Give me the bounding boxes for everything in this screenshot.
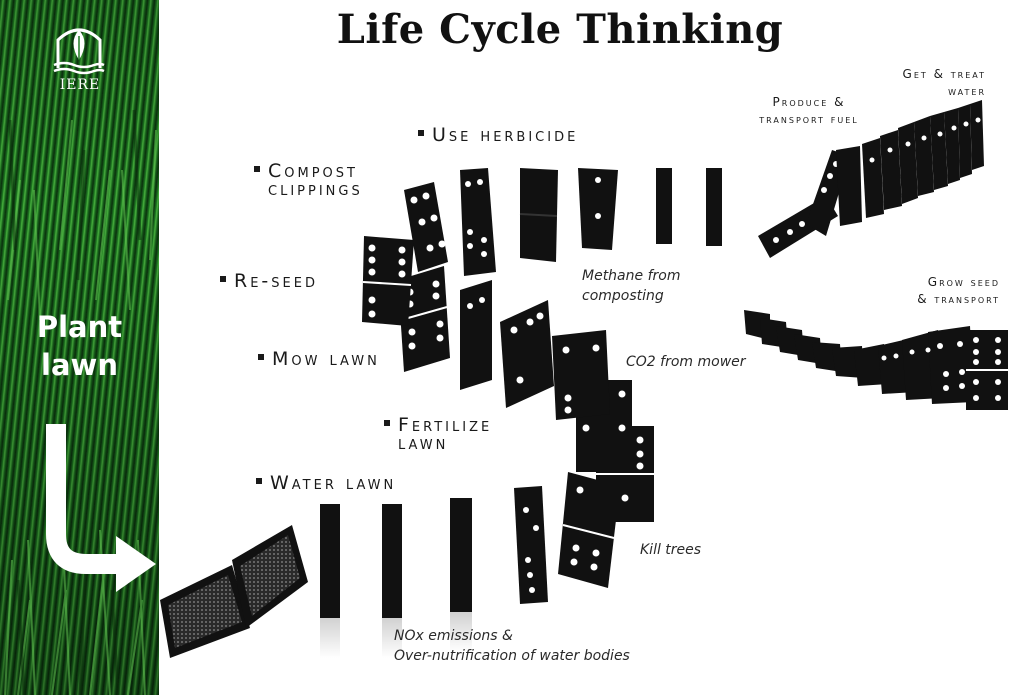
impact-co2: CO2 from mower [626,354,746,370]
page-title: Life Cycle Thinking [336,6,784,53]
domino-herbicide-2 [578,168,618,250]
plant-lawn-line1: Plant [36,310,123,344]
label-compost-clippings: Compost clippings [254,162,363,199]
label-grow-seed-transport: Grow seed & transport [917,275,1000,306]
edge-domino-b [382,504,402,658]
impact-kill-trees: Kill trees [640,542,702,558]
domino-reseed-1 [398,266,450,372]
domino-compost-2 [460,168,496,276]
domino-water-1 [514,486,548,604]
bullet-icon [384,419,390,426]
edge-domino-d [656,168,672,244]
domino-reseed-2 [362,236,414,326]
impact-methane: Methane from composting [582,268,681,304]
bullet-icon [418,129,424,136]
bullet-icon [220,275,226,282]
domino-mow-1 [552,330,610,420]
domino-mow-2 [500,300,554,408]
label-reseed: Re-seed [220,272,318,291]
label-use-herbicide: Use herbicide [418,126,578,145]
label-produce-transport-fuel: Produce & transport fuel [759,95,859,126]
bullet-icon [258,353,264,360]
label-water-lawn: Water lawn [256,474,396,493]
edge-domino-e [706,168,722,246]
fallen-domino-1 [160,565,250,658]
plant-lawn-line2: lawn [41,348,118,382]
leaf-in-arch-logo-icon [53,28,105,75]
domino-chain-seed [744,310,1008,410]
domino-compost-1 [404,182,448,272]
edge-domino-c [450,498,472,652]
grass-blades [4,109,157,695]
grass-panel: IERE Plant lawn [0,0,159,695]
label-fertilize-lawn: Fertilize lawn [384,416,492,453]
logo-text: IERE [59,77,101,93]
curved-arrow-right-icon [46,424,156,592]
label-mow-lawn: Mow lawn [258,350,380,369]
bullet-icon [254,165,260,172]
domino-herbicide-1 [519,168,558,262]
domino-mow-3 [460,280,492,390]
label-get-treat-water: Get & treat water [902,67,986,98]
domino-chain-fuel [758,100,984,258]
bullet-icon [256,477,262,484]
fallen-domino-2 [232,525,308,628]
edge-domino-a [320,504,340,658]
impact-nox: NOx emissions & Over-nutrification of wa… [394,628,630,664]
plant-lawn-label: Plant lawn [0,308,159,384]
